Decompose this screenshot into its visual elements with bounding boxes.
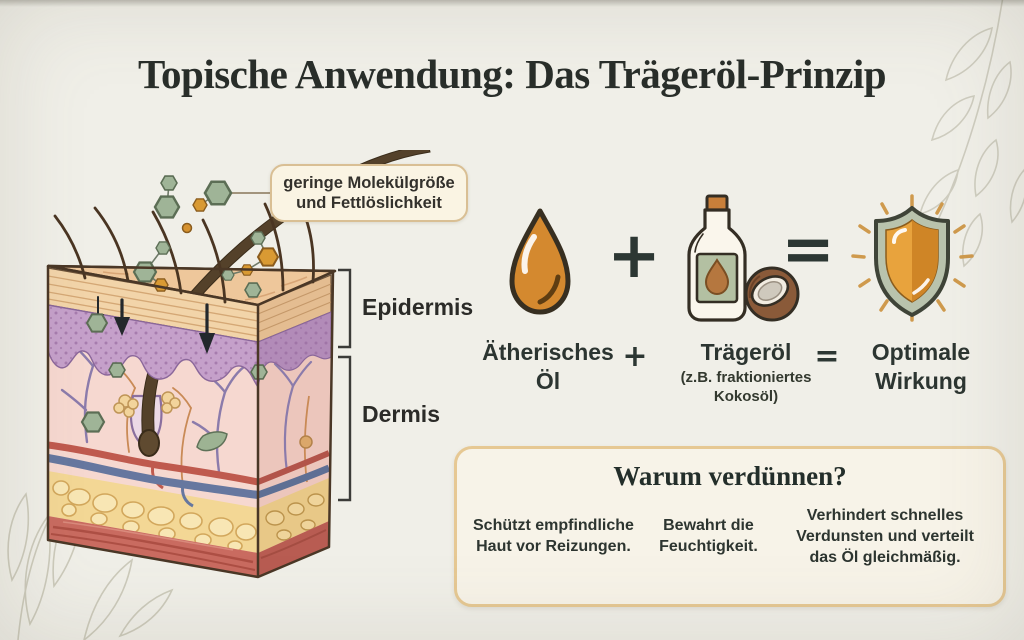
molecule-callout: geringe Molekülgröße und Fettlöslichkeit [270, 164, 468, 223]
callout-line-1: geringe Molekülgröße [283, 174, 455, 192]
reason-protects-skin: Schützt empfindliche Haut vor Reizungen. [473, 517, 634, 556]
page-title: Topische Anwendung: Das Trägeröl-Prinzip [137, 51, 887, 97]
optimal-effect-label: Optimale Wirkung [838, 338, 1004, 396]
reason-prevents-evaporation: Verhindert schnelles Verdunsten und vert… [796, 507, 974, 566]
reason-preserves-moisture: Bewahrt die Feuchtigkeit. [659, 517, 758, 556]
plus-operator-small: + [622, 339, 648, 374]
dermis-label: Dermis [362, 401, 440, 427]
optimal-effect-line-2: Wirkung [875, 367, 967, 394]
essential-oil-label: Ätherisches Öl [462, 338, 634, 396]
why-dilute-reasons: Schützt empfindliche Haut vor Reizungen.… [473, 506, 987, 568]
carrier-oil-sub-1: (z.B. fraktioniertes [680, 368, 812, 386]
why-dilute-title: Warum verdünnen? [613, 461, 847, 491]
carrier-oil-label: Trägeröl (z.B. fraktioniertes Kokosöl) [651, 338, 841, 406]
equals-operator-small: = [814, 339, 840, 374]
essential-oil-line-1: Ätherisches [482, 339, 614, 365]
why-dilute-box: Warum verdünnen? Schützt empfindliche Ha… [454, 446, 1006, 607]
oil-drop-icon [509, 208, 571, 315]
oil-bottle-coconut-icon [687, 194, 800, 322]
layer-brackets [338, 268, 352, 502]
carrier-oil-line-1: Trägeröl [700, 339, 792, 365]
carrier-oil-sub-2: Kokosöl) [713, 387, 779, 405]
callout-line-2: und Fettlöslichkeit [296, 194, 442, 213]
equals-operator: = [781, 213, 835, 287]
optimal-effect-line-1: Optimale [871, 339, 971, 365]
epidermis-label: Epidermis [362, 294, 474, 320]
shield-icon [851, 194, 974, 322]
plus-operator: + [607, 219, 661, 293]
essential-oil-line-2: Öl [535, 367, 561, 394]
